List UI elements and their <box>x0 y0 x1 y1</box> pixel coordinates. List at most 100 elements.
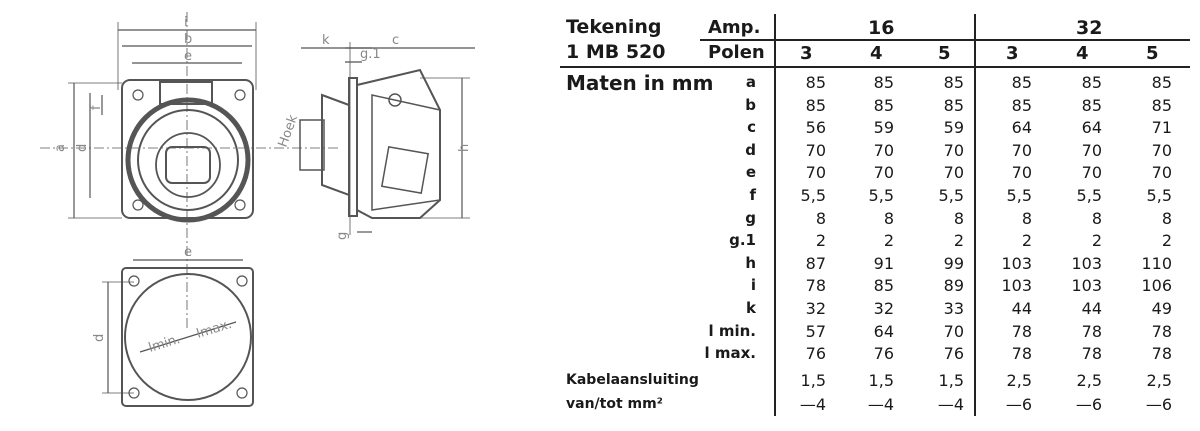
divider <box>774 14 776 416</box>
label-i: i <box>184 15 188 30</box>
table-cell: 2 <box>1021 231 1032 251</box>
divider <box>974 14 976 416</box>
table-cell: 78 <box>1151 344 1172 364</box>
label-d: d <box>75 144 90 152</box>
table-cell: 56 <box>805 118 826 138</box>
label-c: c <box>392 33 399 48</box>
table-cell: 5,5 <box>800 186 826 205</box>
bottom-view-cutout <box>124 273 252 401</box>
table-cell: 2 <box>815 231 826 251</box>
label-e: e <box>184 49 192 64</box>
row-label: d <box>745 140 756 159</box>
pole-header: 4 <box>1076 43 1089 64</box>
row-label: b <box>745 95 756 114</box>
footer-cell: —4 <box>867 395 894 414</box>
table-cell: 2 <box>1161 231 1172 251</box>
table-cell: 70 <box>873 163 894 183</box>
label-g: g <box>335 232 350 240</box>
table-cell: 70 <box>873 140 894 160</box>
heading-maten: Maten in mm <box>566 71 714 95</box>
table-cell: 59 <box>873 118 894 138</box>
table-cell: 5,5 <box>1076 186 1102 205</box>
table-cell: 78 <box>1011 321 1032 341</box>
label-g1: g.1 <box>360 47 381 62</box>
row-label: l min. <box>708 321 756 340</box>
table-cell: 71 <box>1151 118 1172 138</box>
table-cell: 89 <box>943 276 964 296</box>
table-cell: 76 <box>943 344 964 364</box>
table-cell: 78 <box>1151 321 1172 341</box>
bottom-view-plate <box>121 267 254 407</box>
table-cell: 49 <box>1151 299 1172 318</box>
footer-cell: —4 <box>937 395 964 414</box>
table-cell: 70 <box>943 321 964 341</box>
footer-cell: —6 <box>1145 395 1172 414</box>
row-label: e <box>745 163 756 182</box>
pole-header: 3 <box>800 43 813 64</box>
table-cell: 57 <box>805 321 826 341</box>
table-cell: 44 <box>1011 299 1032 318</box>
footer-cell: 1,5 <box>800 371 826 390</box>
table-cell: 78 <box>1011 344 1032 364</box>
footer-label-2: van/tot mm² <box>566 396 663 412</box>
drawing-svg: i b e k g.1 c a d f Hoek h g e d lmin. l… <box>40 12 475 407</box>
table-cell: 5,5 <box>868 186 894 205</box>
table-cell: 85 <box>873 73 894 92</box>
heading-model: 1 MB 520 <box>566 41 666 63</box>
heading-tekening: Tekening <box>566 16 662 38</box>
table-cell: 8 <box>815 208 826 228</box>
table-cell: 76 <box>873 344 894 364</box>
table-cell: 78 <box>1081 344 1102 364</box>
side-view-body <box>356 68 441 219</box>
table-cell: 8 <box>1091 208 1102 228</box>
table-cell: 103 <box>1071 276 1102 296</box>
table-cell: 70 <box>1011 140 1032 160</box>
table-cell: 85 <box>1011 73 1032 92</box>
table-cell: 85 <box>805 73 826 92</box>
pole-header: 4 <box>870 43 883 64</box>
label-h: h <box>457 144 472 152</box>
table-cell: 33 <box>943 299 964 318</box>
table-cell: 85 <box>1151 73 1172 92</box>
label-a: a <box>53 144 68 152</box>
row-label: f <box>749 186 756 204</box>
amp-group-16: 16 <box>868 17 895 39</box>
table-cell: 70 <box>1151 140 1172 160</box>
table-cell: 70 <box>1081 140 1102 160</box>
footer-cell: 1,5 <box>868 371 894 390</box>
footer-cell: 2,5 <box>1076 371 1102 390</box>
table-cell: 8 <box>883 208 894 228</box>
table-cell: 5,5 <box>938 186 964 205</box>
table-cell: 85 <box>873 95 894 115</box>
table-cell: 5,5 <box>1006 186 1032 205</box>
table-cell: 70 <box>1011 163 1032 183</box>
table-cell: 78 <box>805 276 826 296</box>
table-cell: 70 <box>943 140 964 160</box>
table-cell: 32 <box>805 299 826 318</box>
table-cell: 64 <box>1011 118 1032 138</box>
table-cell: 2 <box>953 231 964 251</box>
table-cell: 85 <box>1151 95 1172 115</box>
label-lmax: lmax. <box>195 317 234 342</box>
table-cell: 85 <box>943 95 964 115</box>
table-cell: 85 <box>1081 95 1102 115</box>
table-cell: 70 <box>805 140 826 160</box>
pole-header: 3 <box>1006 43 1019 64</box>
heading-polen: Polen <box>708 42 765 63</box>
label-k: k <box>322 33 330 48</box>
row-label: l max. <box>704 344 757 363</box>
footer-cell: 2,5 <box>1006 371 1032 390</box>
amp-group-32: 32 <box>1076 17 1103 39</box>
table-cell: 2 <box>883 231 894 251</box>
footer-cell: —6 <box>1075 395 1102 414</box>
label-e-bottom: e <box>184 245 192 260</box>
row-label: g <box>745 208 756 227</box>
label-hoek: Hoek <box>276 113 302 150</box>
table-cell: 87 <box>805 253 826 273</box>
table-cell: 110 <box>1141 253 1172 273</box>
label-lmin: lmin. <box>147 332 182 356</box>
table-cell: 5,5 <box>1146 186 1172 205</box>
table-cell: 85 <box>1081 73 1102 92</box>
table-cell: 8 <box>1021 208 1032 228</box>
table-cell: 103 <box>1001 276 1032 296</box>
